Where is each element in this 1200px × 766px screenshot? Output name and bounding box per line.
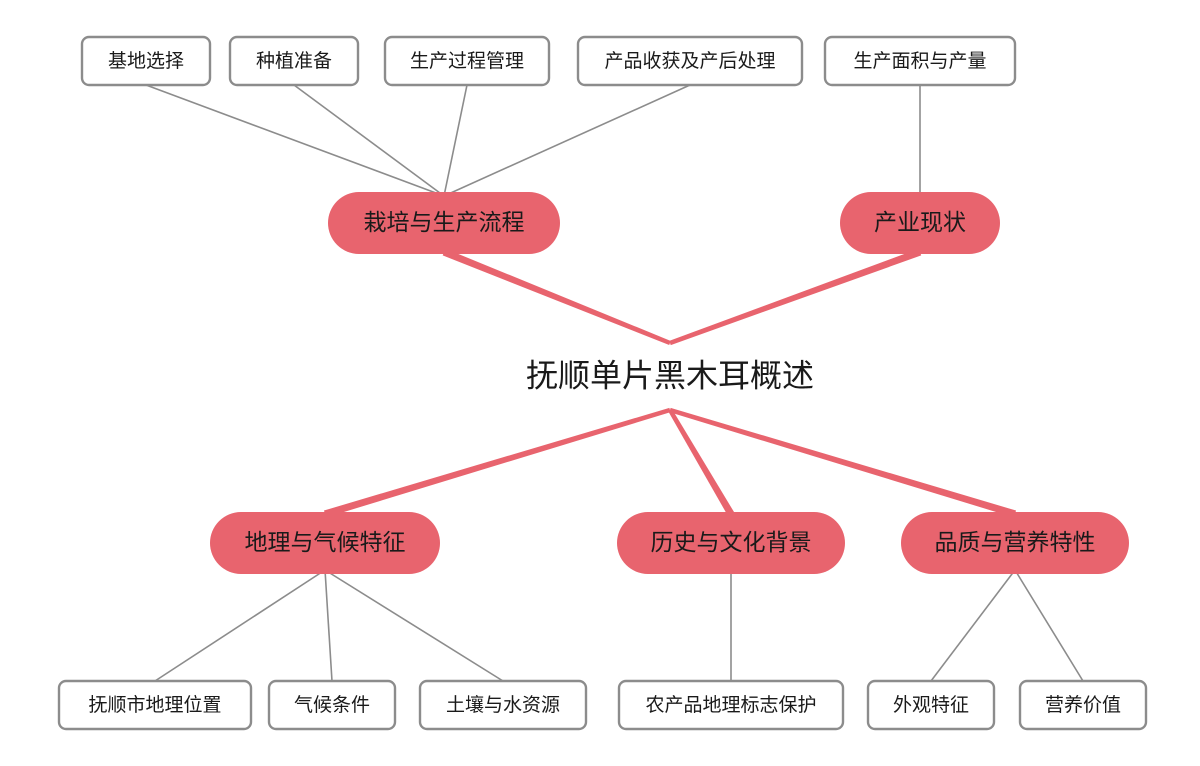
branch-node-cultivation[interactable]	[328, 192, 560, 254]
leaf-node-cultivation-3[interactable]	[576, 35, 804, 87]
center-topic: 抚顺单片黑木耳概述	[526, 357, 814, 393]
leaf-node-geography-2[interactable]	[418, 679, 588, 731]
branch-edge-industry	[669, 248, 922, 346]
branch-node-quality[interactable]	[901, 512, 1129, 574]
leaf-label-quality-1: 营养价值	[1045, 694, 1121, 716]
center-topic-label: 抚顺单片黑木耳概述	[526, 357, 814, 393]
branch-label-geography: 地理与气候特征	[245, 529, 406, 555]
branch-node-industry[interactable]	[840, 192, 1000, 254]
leaf-node-industry-0[interactable]	[823, 35, 1017, 87]
leaf-node-quality-0[interactable]	[866, 679, 996, 731]
branch-label-cultivation: 栽培与生产流程	[364, 209, 525, 235]
leaf-edge-quality-0	[930, 569, 1016, 682]
leaf-node-quality-1[interactable]	[1018, 679, 1148, 731]
leaf-label-cultivation-0: 基地选择	[108, 50, 184, 72]
leaf-edge-cultivation-0	[145, 84, 445, 197]
leaf-node-geography-0[interactable]	[57, 679, 253, 731]
leaf-edges	[145, 84, 1084, 682]
leaf-edge-cultivation-2	[443, 84, 468, 197]
leaf-label-quality-0: 外观特征	[893, 694, 969, 716]
leaf-node-cultivation-0[interactable]	[80, 35, 212, 87]
leaf-label-history-0: 农产品地理标志保护	[645, 694, 816, 716]
leaf-node-cultivation-1[interactable]	[228, 35, 360, 87]
branch-node-geography[interactable]	[210, 512, 440, 574]
branch-edge-quality	[669, 407, 1017, 518]
leaf-label-cultivation-1: 种植准备	[256, 50, 332, 72]
branch-label-industry: 产业现状	[874, 209, 966, 235]
leaf-edge-cultivation-3	[443, 84, 691, 197]
main-branch-edges	[323, 248, 1017, 518]
leaf-label-geography-2: 土壤与水资源	[446, 694, 560, 716]
branch-edge-history	[668, 408, 735, 516]
branch-edge-geography	[323, 407, 671, 518]
branch-label-history: 历史与文化背景	[651, 529, 812, 555]
leaf-node-history-0[interactable]	[617, 679, 845, 731]
leaf-edge-geography-1	[324, 569, 333, 682]
leaf-label-industry-0: 生产面积与产量	[853, 50, 986, 72]
leaf-label-geography-0: 抚顺市地理位置	[88, 694, 221, 716]
leaf-edge-geography-0	[154, 569, 326, 682]
leaf-node-geography-1[interactable]	[267, 679, 397, 731]
leaf-edge-geography-2	[324, 569, 504, 682]
leaf-label-geography-1: 气候条件	[294, 694, 370, 716]
leaf-edge-cultivation-1	[293, 84, 445, 197]
leaf-label-cultivation-2: 生产过程管理	[410, 50, 524, 72]
leaf-node-cultivation-2[interactable]	[383, 35, 551, 87]
branch-node-history[interactable]	[617, 512, 845, 574]
leaf-label-cultivation-3: 产品收获及产后处理	[604, 50, 775, 72]
leaf-edge-quality-1	[1014, 569, 1084, 682]
branch-label-quality: 品质与营养特性	[935, 529, 1096, 555]
branch-edge-cultivation	[442, 248, 671, 346]
